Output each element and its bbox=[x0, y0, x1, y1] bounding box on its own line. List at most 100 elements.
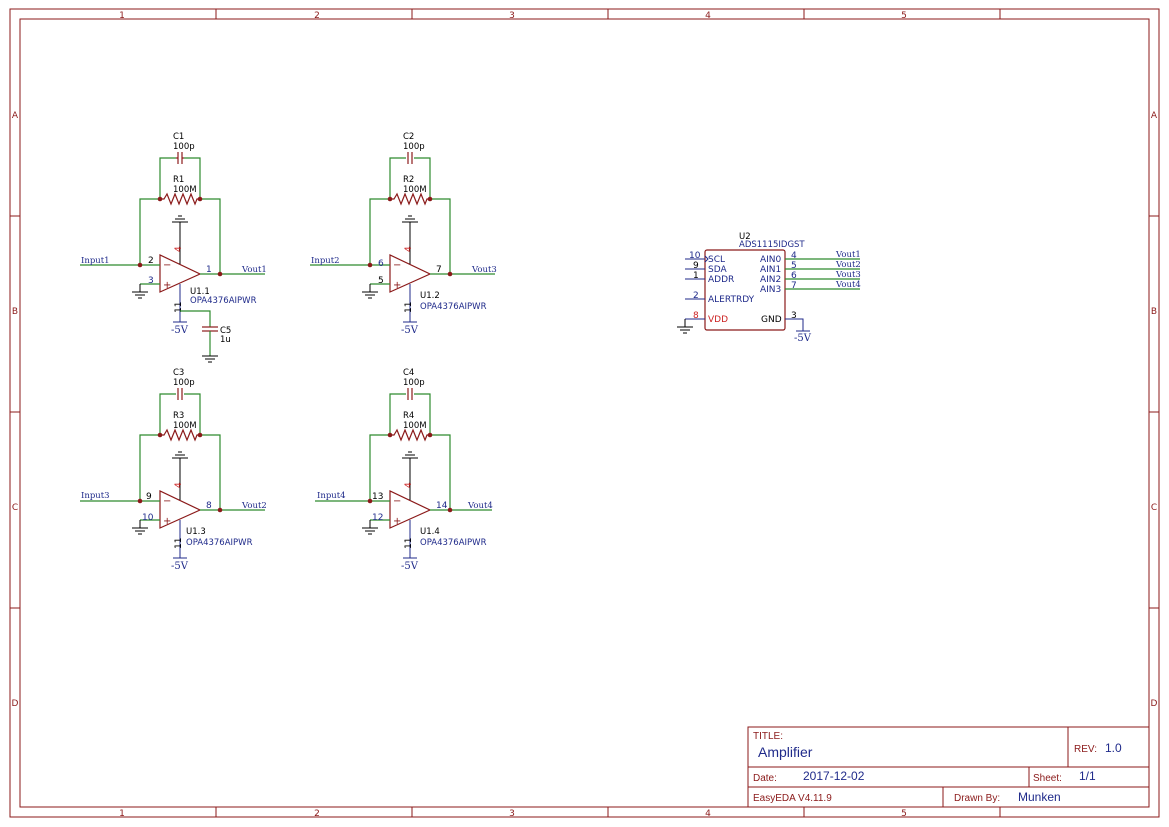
capacitor-ref: C2 bbox=[403, 132, 414, 142]
zone-col-2: 2 bbox=[314, 11, 320, 21]
adc-pin-number: 3 bbox=[791, 311, 797, 321]
inverting-sign: − bbox=[163, 260, 171, 271]
adc-pin-name: SDA bbox=[708, 265, 727, 275]
zone-row-d-right: D bbox=[1151, 699, 1158, 709]
rev-label: REV: bbox=[1074, 744, 1097, 755]
resistor-value: 100M bbox=[173, 185, 197, 195]
zone-col-5: 5 bbox=[901, 11, 907, 21]
pin-vneg: 11 bbox=[174, 302, 184, 313]
zone-col-4-bottom: 4 bbox=[705, 809, 711, 819]
noninverting-sign: + bbox=[393, 280, 401, 291]
noninverting-sign: + bbox=[163, 280, 171, 291]
adc-pin-number: 7 bbox=[791, 281, 797, 291]
amplifier-u1-4[interactable]: C4 100p R4 100M − + Input4 13 12 14 Vout… bbox=[315, 368, 493, 572]
net-label-output: Vout2 bbox=[241, 501, 267, 511]
opamp-part: OPA4376AIPWR bbox=[186, 538, 253, 548]
adc-pin-number: 5 bbox=[791, 261, 797, 271]
supply-label: -5V bbox=[794, 333, 812, 344]
net-label: Vout3 bbox=[835, 270, 861, 280]
sheet-label: Sheet: bbox=[1033, 773, 1062, 784]
resistor-ref: R1 bbox=[173, 175, 184, 185]
resistor-value: 100M bbox=[173, 421, 197, 431]
capacitor-value: 100p bbox=[403, 378, 425, 388]
zone-row-b-right: B bbox=[1151, 307, 1157, 317]
zone-row-c: C bbox=[12, 503, 18, 513]
adc-pin-name: AIN2 bbox=[760, 275, 781, 285]
adc-ref: U2 bbox=[739, 232, 751, 242]
resistor-ref: R3 bbox=[173, 411, 184, 421]
capacitor-value: 100p bbox=[403, 142, 425, 152]
noninverting-sign: + bbox=[393, 516, 401, 527]
date-value: 2017-12-02 bbox=[803, 769, 865, 783]
net-label-input: Input3 bbox=[81, 491, 110, 501]
date-label: Date: bbox=[753, 773, 777, 784]
resistor-ref: R4 bbox=[403, 411, 414, 421]
adc-pin-name: AIN0 bbox=[760, 255, 782, 265]
inverting-sign: − bbox=[393, 260, 401, 271]
pin-inverting: 2 bbox=[148, 256, 154, 266]
adc-pin-number: 1 bbox=[693, 271, 699, 281]
zone-col-3: 3 bbox=[509, 11, 515, 21]
pin-vneg: 11 bbox=[404, 302, 414, 313]
net-label-output: Vout1 bbox=[241, 265, 267, 275]
amplifier-u1-2[interactable]: C2 100p R2 100M − + Input2 6 5 7 Vout3 4… bbox=[310, 132, 497, 336]
zone-row-a-right: A bbox=[1151, 111, 1158, 121]
zone-col-1: 1 bbox=[119, 11, 125, 21]
c5-value: 1u bbox=[220, 335, 231, 345]
drawn-by-label: Drawn By: bbox=[954, 793, 1000, 804]
pin-vpos: 4 bbox=[404, 246, 414, 252]
adc-part: ADS1115IDGST bbox=[739, 240, 805, 250]
net-label: Vout4 bbox=[835, 280, 861, 290]
amplifier-u1-3[interactable]: C3 100p R3 100M − + Input3 9 10 8 Vout2 … bbox=[80, 368, 267, 572]
inverting-sign: − bbox=[163, 496, 171, 507]
pin-vpos: 4 bbox=[404, 482, 414, 488]
net-label-input: Input1 bbox=[81, 256, 110, 266]
capacitor-ref: C1 bbox=[173, 132, 184, 142]
pin-output: 8 bbox=[206, 501, 212, 511]
opamp-part: OPA4376AIPWR bbox=[420, 302, 487, 312]
supply-label: -5V bbox=[401, 561, 419, 572]
zone-row-c-right: C bbox=[1151, 503, 1157, 513]
resistor-ref: R2 bbox=[403, 175, 414, 185]
supply-label: -5V bbox=[171, 325, 189, 336]
pin-vneg: 11 bbox=[174, 538, 184, 549]
capacitor-value: 100p bbox=[173, 378, 195, 388]
adc-pin-name: VDD bbox=[708, 315, 728, 325]
adc-pin-number: 9 bbox=[693, 261, 699, 271]
supply-label: -5V bbox=[171, 561, 189, 572]
opamp-ref: U1.3 bbox=[186, 527, 206, 537]
net-label-output: Vout4 bbox=[467, 501, 493, 511]
pin-output: 7 bbox=[436, 265, 442, 275]
amplifier-u1-1[interactable]: C1 100p R1 100M − + Input1 2 3 1 Vout1 4… bbox=[80, 132, 267, 363]
adc-pin-number: 4 bbox=[791, 251, 797, 261]
opamp-ref: U1.4 bbox=[420, 527, 440, 537]
resistor-value: 100M bbox=[403, 185, 427, 195]
adc-pin-number: 6 bbox=[791, 271, 797, 281]
net-label: Vout1 bbox=[835, 250, 861, 260]
adc-pin-number: 10 bbox=[689, 251, 701, 261]
adc-pin-name: ALERTRDY bbox=[708, 295, 755, 305]
supply-label: -5V bbox=[401, 325, 419, 336]
opamp-part: OPA4376AIPWR bbox=[420, 538, 487, 548]
inverting-sign: − bbox=[393, 496, 401, 507]
adc-pin-name: GND bbox=[761, 315, 782, 325]
pin-noninverting: 12 bbox=[372, 513, 383, 523]
net-label-input: Input2 bbox=[311, 256, 340, 266]
zone-col-4: 4 bbox=[705, 11, 711, 21]
pin-inverting: 9 bbox=[146, 492, 152, 502]
net-label-input: Input4 bbox=[317, 491, 346, 501]
resistor-zigzag bbox=[160, 192, 200, 206]
title-label: TITLE: bbox=[753, 731, 783, 742]
pin-noninverting: 10 bbox=[142, 513, 154, 523]
opamp-ref: U1.1 bbox=[190, 287, 210, 297]
zone-col-3-bottom: 3 bbox=[509, 809, 515, 819]
adc-pin-number: 2 bbox=[693, 291, 699, 301]
opamp-ref: U1.2 bbox=[420, 291, 440, 301]
pin-vpos: 4 bbox=[174, 246, 184, 252]
pin-vpos: 4 bbox=[174, 482, 184, 488]
capacitor-ref: C3 bbox=[173, 368, 184, 378]
zone-row-a: A bbox=[12, 111, 19, 121]
rev-value: 1.0 bbox=[1105, 741, 1122, 755]
adc-u2[interactable]: U2 ADS1115IDGST 10 SCL 9 SDA 1 ADDR 2 AL… bbox=[677, 232, 861, 344]
